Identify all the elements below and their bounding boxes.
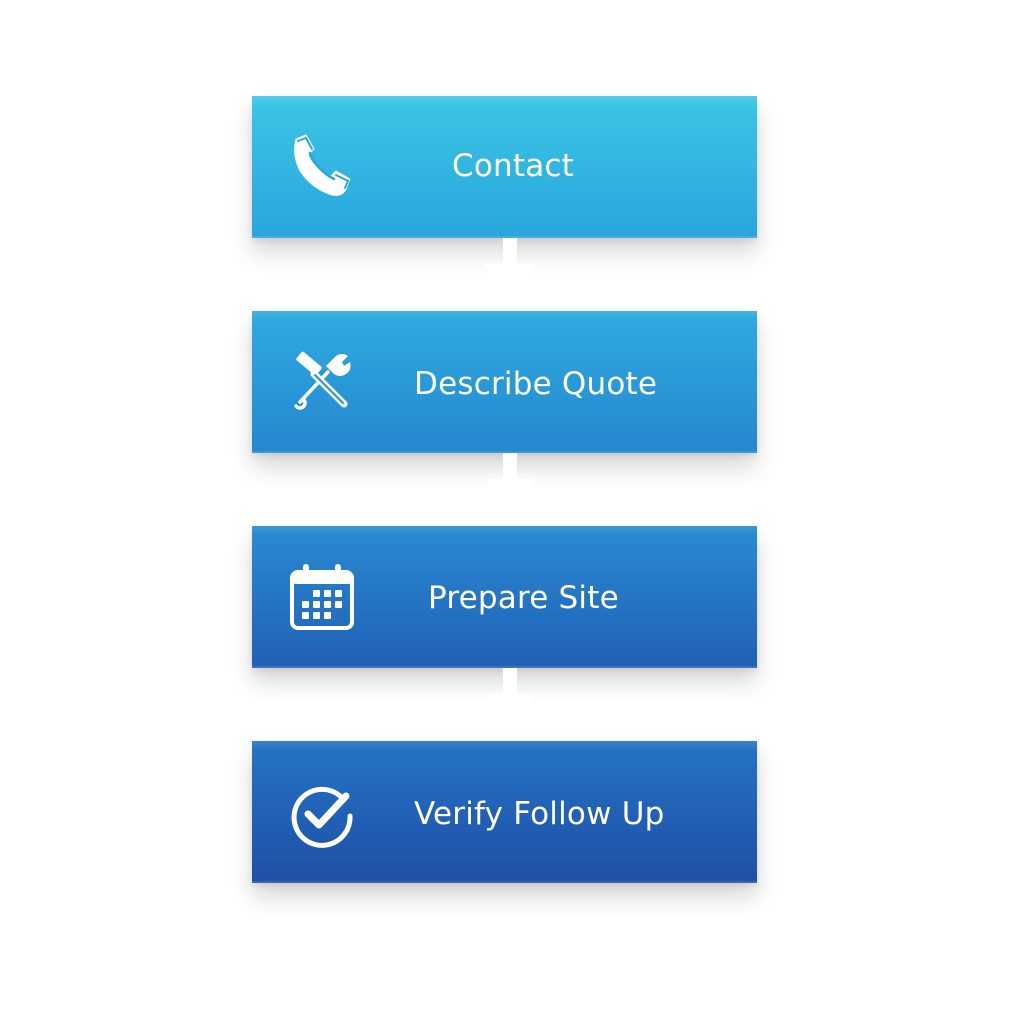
hammer-wrench-icon [286, 346, 358, 418]
arrow-down-icon [482, 238, 538, 298]
step-label-verify-follow-up: Verify Follow Up [414, 796, 665, 832]
step-label-describe-quote: Describe Quote [414, 366, 658, 402]
calendar-icon [286, 562, 358, 634]
phone-icon [286, 131, 358, 203]
check-circle-icon [286, 778, 358, 850]
step-label-prepare-site: Prepare Site [428, 580, 619, 616]
step-box-contact [252, 96, 757, 238]
step-box-verify-follow-up [252, 741, 757, 883]
step-box-describe-quote [252, 311, 757, 453]
step-label-contact: Contact [452, 148, 575, 184]
arrow-down-icon [482, 453, 538, 513]
arrow-down-icon [482, 668, 538, 728]
